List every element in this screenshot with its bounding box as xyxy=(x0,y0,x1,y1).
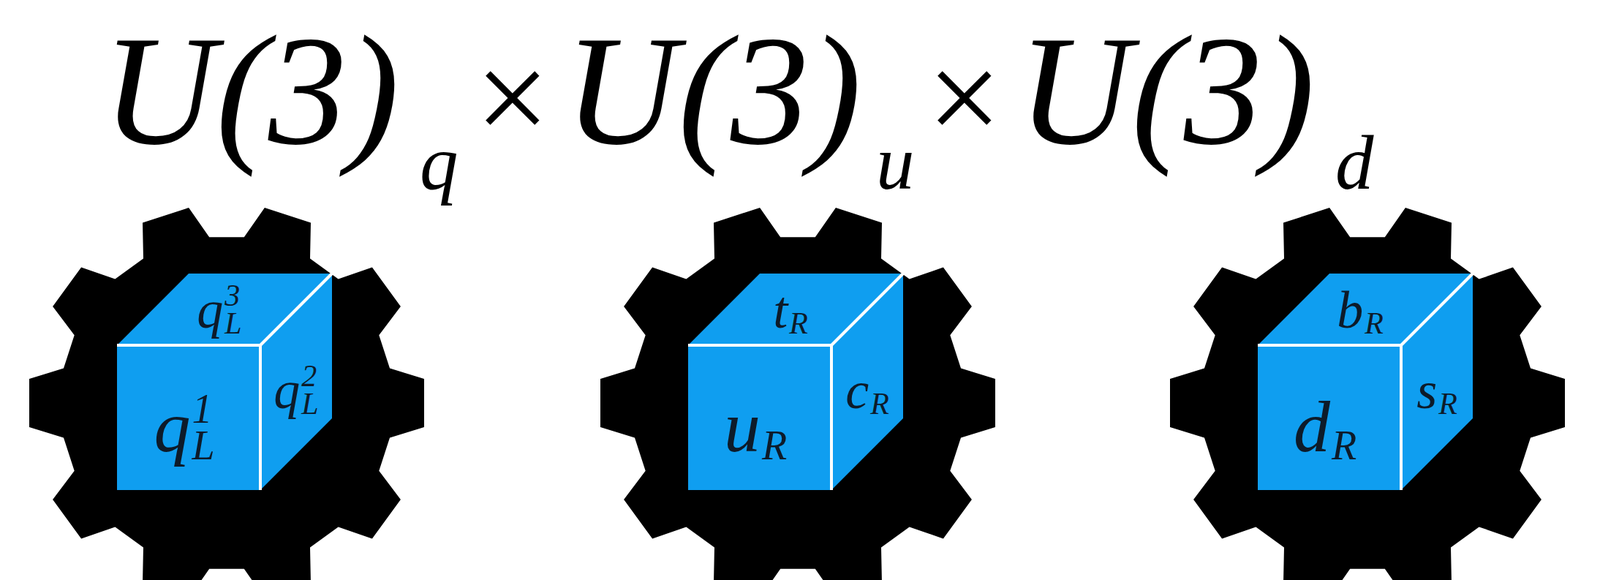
field-symbol: q xyxy=(153,390,191,464)
cube-edge xyxy=(117,343,261,347)
face-label: tR xyxy=(772,282,809,338)
cube-face-side: sR xyxy=(1401,273,1473,490)
face-label: sR xyxy=(1416,362,1458,419)
cube-edge xyxy=(1399,345,1403,490)
face-label: q1L xyxy=(153,390,215,465)
subscript: R xyxy=(1364,310,1384,338)
gear xyxy=(600,207,996,580)
subscript: R xyxy=(1331,427,1357,464)
face-label: uR xyxy=(723,390,787,465)
gear xyxy=(29,207,425,580)
index-group: 1L xyxy=(191,390,215,465)
index-group: 3L xyxy=(224,282,242,338)
field-symbol: c xyxy=(845,364,869,417)
field-symbol: d xyxy=(1293,390,1331,464)
group-subscript: q xyxy=(419,124,459,202)
superscript: 1 xyxy=(191,390,215,428)
cube-face-front: q1L xyxy=(117,345,261,490)
index-group: R xyxy=(789,282,809,338)
cube-face-front: uR xyxy=(688,345,832,490)
cube-edge xyxy=(1257,343,1402,347)
group-name: U(3) xyxy=(564,11,862,169)
face-label: q2L xyxy=(273,362,319,419)
face-label: q3L xyxy=(196,282,242,338)
subscript: R xyxy=(1438,390,1458,419)
face-fill xyxy=(1401,273,1473,490)
product-sign: × xyxy=(475,32,550,164)
face-fill xyxy=(831,273,904,490)
cube-edge xyxy=(688,343,832,347)
group-name: U(3) xyxy=(1017,11,1315,169)
face-label: dR xyxy=(1293,390,1357,465)
superscript: 3 xyxy=(224,282,242,311)
field-symbol: s xyxy=(1416,364,1437,417)
cube-face-front: dR xyxy=(1257,345,1402,490)
subscript: L xyxy=(191,427,215,464)
index-group: R xyxy=(761,390,787,465)
cube-face-side: cR xyxy=(831,273,904,490)
field-symbol: b xyxy=(1336,283,1364,337)
field-symbol: t xyxy=(772,283,788,337)
superscript: 2 xyxy=(301,362,319,391)
cube-edge xyxy=(260,273,332,346)
face-label: bR xyxy=(1336,282,1384,338)
cube-edge xyxy=(831,273,904,346)
subscript: R xyxy=(761,427,787,464)
index-group: R xyxy=(1364,282,1384,338)
group-name: U(3) xyxy=(102,11,400,169)
field-symbol: q xyxy=(273,364,300,417)
index-group: R xyxy=(1331,390,1357,465)
subscript: R xyxy=(789,310,809,338)
index-group: 2L xyxy=(301,362,319,419)
face-fill xyxy=(260,273,332,490)
product-sign: × xyxy=(927,32,1002,164)
field-symbol: u xyxy=(723,390,761,464)
cube-face-side: q2L xyxy=(260,273,332,490)
gear xyxy=(1170,207,1565,580)
index-group: R xyxy=(870,362,890,419)
cube-edge xyxy=(829,345,833,490)
group-subscript: d xyxy=(1335,124,1375,202)
subscript: L xyxy=(224,310,242,338)
cube-edge xyxy=(1401,273,1473,346)
field-symbol: q xyxy=(196,283,224,337)
index-group: R xyxy=(1438,362,1458,419)
subscript: L xyxy=(301,390,319,419)
group-subscript: u xyxy=(876,124,915,202)
cube-edge xyxy=(258,345,262,490)
subscript: R xyxy=(870,390,890,419)
face-label: cR xyxy=(845,362,890,419)
